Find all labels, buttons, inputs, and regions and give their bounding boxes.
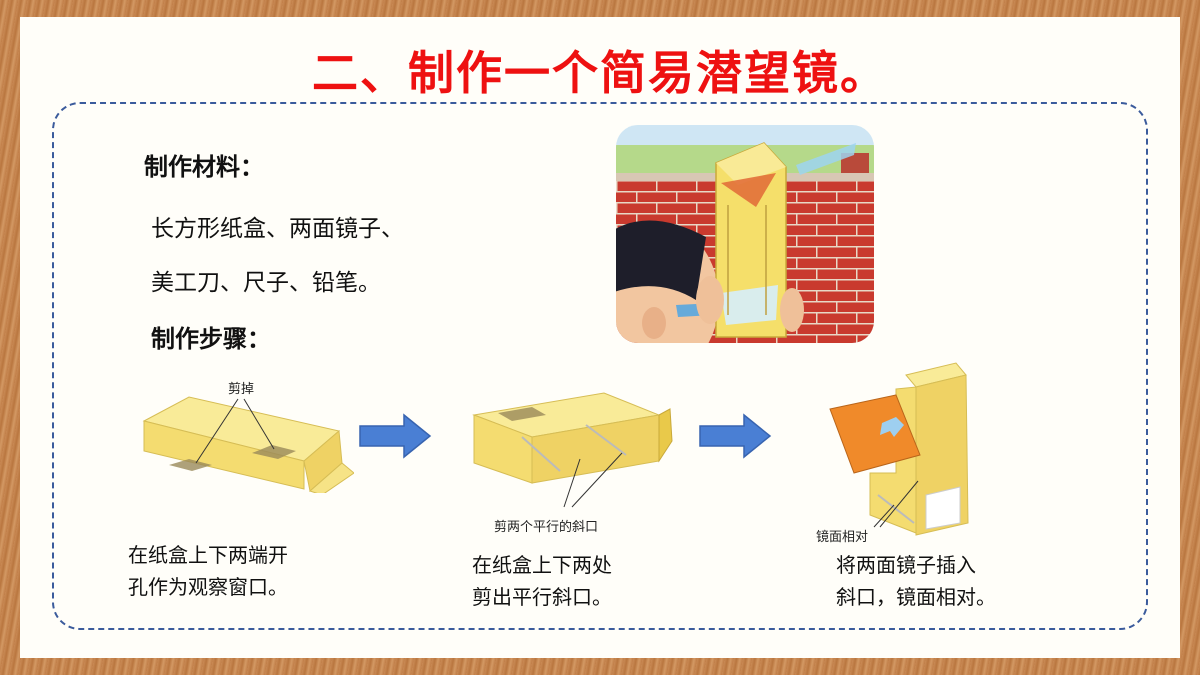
step1-annotation: 剪掉 <box>228 381 254 397</box>
step2-caption-line-2: 剪出平行斜口。 <box>472 585 612 609</box>
step2-annotation: 剪两个平行的斜口 <box>494 519 598 535</box>
content-box <box>52 102 1148 630</box>
slide-page: 二、制作一个简易潜望镜。 制作材料： 长方形纸盒、两面镜子、 美工刀、尺子、铅笔… <box>20 17 1180 658</box>
page-title: 二、制作一个简易潜望镜。 <box>312 46 888 100</box>
step3-box-illustration: 镜面相对 <box>816 362 969 545</box>
step2-caption-line-1: 在纸盒上下两处 <box>472 553 612 577</box>
arrow-right-icon-2 <box>699 413 772 459</box>
step3-annotation: 镜面相对 <box>816 530 868 545</box>
materials-heading: 制作材料： <box>144 153 264 181</box>
materials-line-1: 长方形纸盒、两面镜子、 <box>151 216 404 242</box>
step3-caption-line-2: 斜口，镜面相对。 <box>836 585 996 609</box>
step1-box-illustration: 剪掉 <box>142 381 354 493</box>
materials-line-2: 美工刀、尺子、铅笔。 <box>151 270 381 296</box>
step1-caption-line-1: 在纸盒上下两端开 <box>128 543 288 567</box>
step2-caption: 在纸盒上下两处 剪出平行斜口。 <box>472 549 612 613</box>
periscope-photo <box>616 125 874 343</box>
steps-heading: 制作步骤： <box>151 325 271 353</box>
arrow-right-icon <box>359 413 432 459</box>
step3-caption-line-1: 将两面镜子插入 <box>836 553 976 577</box>
step1-caption-line-2: 孔作为观察窗口。 <box>128 575 288 599</box>
step1-caption: 在纸盒上下两端开 孔作为观察窗口。 <box>128 539 288 603</box>
step2-box-illustration: 剪两个平行的斜口 <box>472 392 673 535</box>
step3-caption: 将两面镜子插入 斜口，镜面相对。 <box>836 549 996 613</box>
